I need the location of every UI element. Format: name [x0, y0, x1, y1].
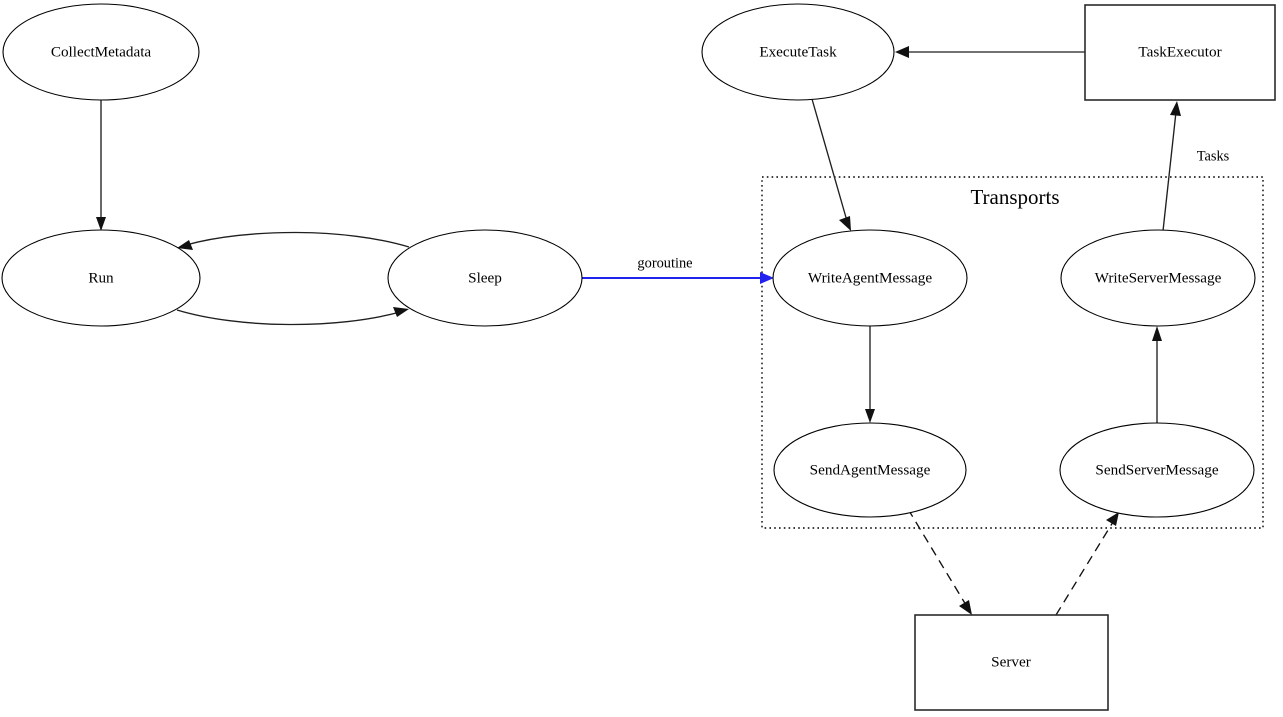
edge-label-tasks: Tasks: [1197, 148, 1230, 164]
node-label: WriteServerMessage: [1095, 269, 1222, 286]
edge-collectmetadata-to-run: [96, 100, 106, 231]
cluster-transports-border: [761, 176, 1264, 529]
node-shape-ellipse[interactable]: [772, 229, 968, 327]
node-server[interactable]: Server: [914, 614, 1109, 711]
edge-path: [907, 508, 967, 606]
arrowhead-icon: [1106, 512, 1119, 526]
node-taskexecutor[interactable]: TaskExecutor: [1084, 4, 1276, 101]
node-label: TaskExecutor: [1138, 43, 1221, 60]
node-shape-ellipse[interactable]: [1059, 422, 1255, 518]
edge-sendservermessage-to-writeservermessage: [1152, 326, 1162, 423]
node-label: Sleep: [468, 269, 502, 286]
node-executetask[interactable]: ExecuteTask: [701, 3, 895, 101]
node-shape-ellipse[interactable]: [773, 422, 967, 518]
node-writeagentmessage[interactable]: WriteAgentMessage: [772, 229, 968, 327]
node-shape-ellipse[interactable]: [2, 3, 200, 101]
arrowhead-icon: [393, 307, 409, 317]
node-shape-box[interactable]: [914, 614, 1109, 711]
node-shape-box[interactable]: [1084, 4, 1276, 101]
node-label: CollectMetadata: [51, 43, 152, 60]
arrowhead-icon: [96, 217, 106, 231]
node-sendagentmessage[interactable]: SendAgentMessage: [773, 422, 967, 518]
arrowhead-icon: [760, 272, 774, 284]
node-run[interactable]: Run: [1, 229, 201, 327]
edge-path: [185, 231, 410, 248]
node-label: Run: [88, 269, 114, 286]
edge-sleep-to-run: [177, 231, 410, 250]
node-shape-ellipse[interactable]: [1060, 229, 1256, 327]
edge-writeservermessage-to-taskexecutor: Tasks: [1162, 101, 1230, 232]
node-shape-ellipse[interactable]: [701, 3, 895, 101]
node-label: Server: [991, 653, 1031, 670]
edge-label-goroutine: goroutine: [637, 255, 692, 271]
edge-taskexecutor-to-executetask: [895, 46, 1085, 58]
node-label: SendServerMessage: [1095, 461, 1218, 478]
edge-executetask-to-writeagentmessage: [811, 98, 851, 231]
cluster-transports-label: Transports: [970, 185, 1059, 209]
edge-server-to-sendservermessage: [1055, 512, 1119, 616]
edge-writeagentmessage-to-sendagentmessage: [865, 326, 875, 423]
cluster-transports: Transports: [761, 176, 1264, 529]
edge-sleep-to-writeagentmessage: goroutine: [582, 255, 774, 284]
arrowhead-icon: [895, 46, 909, 58]
node-label: WriteAgentMessage: [808, 269, 932, 286]
node-collectmetadata[interactable]: CollectMetadata: [2, 3, 200, 101]
edge-path: [176, 309, 401, 326]
edge-sendagentmessage-to-server: [907, 508, 972, 615]
edge-path: [1055, 521, 1114, 616]
node-label: SendAgentMessage: [810, 461, 931, 478]
node-shape-ellipse[interactable]: [1, 229, 201, 327]
node-sendservermessage[interactable]: SendServerMessage: [1059, 422, 1255, 518]
arrowhead-icon: [1170, 101, 1181, 116]
arrowhead-icon: [959, 600, 972, 615]
edge-path: [1162, 111, 1177, 232]
node-shape-ellipse[interactable]: [387, 229, 583, 327]
node-writeservermessage[interactable]: WriteServerMessage: [1060, 229, 1256, 327]
arrowhead-icon: [177, 240, 193, 250]
node-sleep[interactable]: Sleep: [387, 229, 583, 327]
arrowhead-icon: [865, 409, 875, 423]
edge-path: [811, 98, 848, 222]
arrowhead-icon: [1152, 326, 1162, 341]
arrowhead-icon: [839, 216, 851, 231]
node-label: ExecuteTask: [759, 43, 837, 60]
edge-run-to-sleep: [176, 307, 409, 326]
